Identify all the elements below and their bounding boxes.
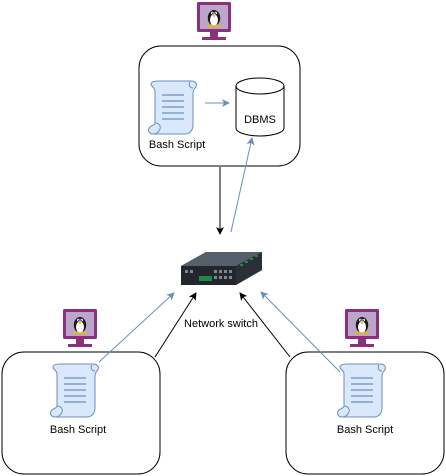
- dbms-label: DBMS: [244, 114, 276, 126]
- network-switch-icon: [181, 252, 262, 285]
- top-script-label: Bash Script: [149, 139, 205, 151]
- left-script-label: Bash Script: [50, 424, 106, 436]
- switch-label: Network switch: [184, 318, 258, 330]
- linux-monitor-icon: [63, 309, 97, 347]
- right-server-to-switch-arrow: [239, 292, 291, 358]
- linux-monitor-icon: [197, 2, 231, 40]
- left-script-to-switch-arrow: [98, 292, 175, 363]
- right-script-to-switch-arrow: [260, 291, 341, 373]
- database-cylinder-icon: [235, 77, 285, 137]
- script-scroll-icon: [49, 363, 100, 418]
- linux-monitor-icon: [345, 309, 379, 347]
- right-script-label: Bash Script: [337, 424, 393, 436]
- script-scroll-icon: [147, 80, 198, 135]
- left-server-to-switch-arrow: [154, 292, 197, 358]
- script-scroll-icon: [336, 363, 387, 418]
- switch-to-dbms-arrow: [230, 137, 255, 233]
